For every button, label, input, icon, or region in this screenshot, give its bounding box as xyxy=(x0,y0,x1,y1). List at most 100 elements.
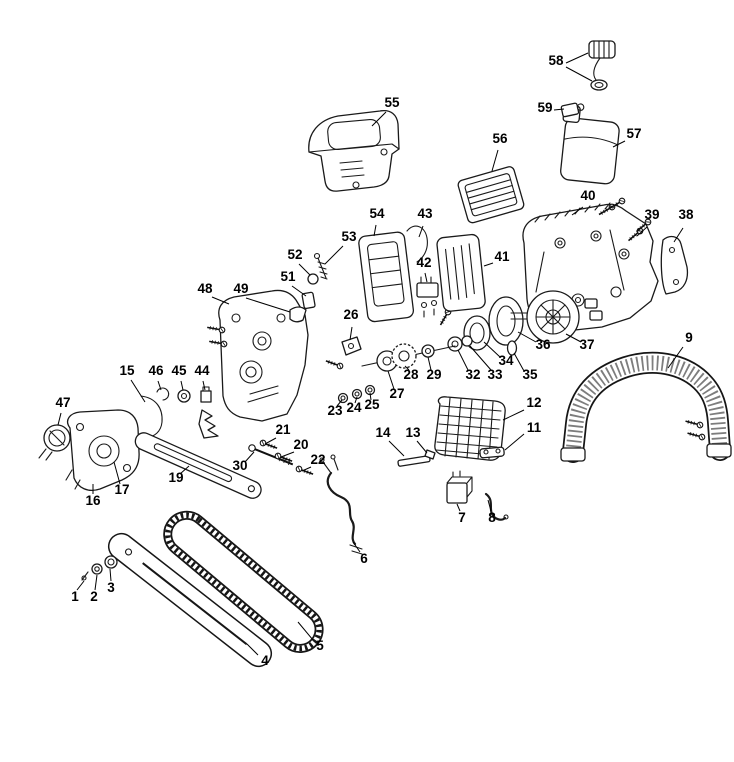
part-label-5: 5 xyxy=(316,638,324,653)
field-coil-part xyxy=(488,296,524,346)
part-label-13: 13 xyxy=(405,425,421,440)
screw-22 xyxy=(294,464,315,478)
oil-nozzle-part xyxy=(560,102,585,118)
part-label-32: 32 xyxy=(465,367,480,382)
part-label-29: 29 xyxy=(426,367,441,382)
leader-line-41 xyxy=(483,262,494,267)
leader-line-40 xyxy=(571,206,584,216)
side-plate-part xyxy=(660,235,689,295)
leader-line-47 xyxy=(57,412,62,426)
part-label-6: 6 xyxy=(360,551,368,566)
part-label-47: 47 xyxy=(55,395,70,410)
bracket-26-part xyxy=(324,336,362,371)
leader-line-3 xyxy=(109,568,112,582)
leader-line-52 xyxy=(298,263,311,276)
inner-guide-plate-part xyxy=(134,432,262,499)
brake-lever-part xyxy=(140,395,163,438)
leader-line-15 xyxy=(130,379,146,403)
switch-block-part xyxy=(446,470,473,504)
part-label-2: 2 xyxy=(90,589,98,604)
part-label-57: 57 xyxy=(626,126,641,141)
leader-line-19 xyxy=(179,465,190,475)
part-label-24: 24 xyxy=(346,400,362,415)
part-label-1: 1 xyxy=(71,589,79,604)
tank-cap-part xyxy=(588,40,616,91)
part-label-52: 52 xyxy=(287,247,302,262)
part-label-46: 46 xyxy=(148,363,164,378)
part-label-42: 42 xyxy=(416,255,431,270)
part-label-3: 3 xyxy=(107,580,115,595)
part-label-27: 27 xyxy=(389,386,404,401)
leader-line-28 xyxy=(404,365,410,371)
part-label-51: 51 xyxy=(280,269,296,284)
leader-line-9 xyxy=(667,346,684,369)
part-label-21: 21 xyxy=(275,422,291,437)
leader-line-45 xyxy=(180,380,184,391)
leader-line-24 xyxy=(354,396,358,404)
leader-line-12 xyxy=(502,409,525,421)
leader-line-53 xyxy=(324,245,344,265)
leader-line-6 xyxy=(352,541,361,553)
part-label-16: 16 xyxy=(85,493,101,508)
part-label-45: 45 xyxy=(171,363,187,378)
leader-line-57 xyxy=(612,140,626,148)
part-label-53: 53 xyxy=(341,229,357,244)
top-cover-part xyxy=(308,109,400,192)
leader-line-14 xyxy=(388,440,405,457)
part-label-35: 35 xyxy=(522,367,538,382)
leader-line-33 xyxy=(469,345,492,371)
part-label-49: 49 xyxy=(233,281,248,296)
leader-line-26 xyxy=(349,326,353,341)
leader-line-58 xyxy=(565,66,593,82)
leader-line-35 xyxy=(513,352,525,372)
part-label-41: 41 xyxy=(494,249,510,264)
lever-49-part xyxy=(289,306,307,323)
leader-line-34 xyxy=(483,341,501,358)
leader-line-43 xyxy=(418,225,424,238)
leader-line-32 xyxy=(457,349,469,371)
gears-32-33-parts xyxy=(437,307,473,352)
gear-assembly-part xyxy=(361,343,456,372)
leader-line-2 xyxy=(94,574,98,591)
switch-housing-part xyxy=(358,231,415,323)
leader-line-37 xyxy=(565,333,582,343)
leader-line-23 xyxy=(336,399,343,407)
part-label-23: 23 xyxy=(327,403,343,418)
part-label-19: 19 xyxy=(168,470,183,485)
leader-line-51 xyxy=(291,285,307,297)
part-label-20: 20 xyxy=(293,437,308,452)
part-label-59: 59 xyxy=(537,100,552,115)
leader-line-17 xyxy=(113,461,121,485)
lead-wire-part xyxy=(484,492,509,521)
leader-line-22 xyxy=(301,466,312,472)
part-label-38: 38 xyxy=(678,207,694,222)
leader-line-59 xyxy=(553,108,565,111)
leader-line-55 xyxy=(371,111,387,127)
leader-line-30 xyxy=(244,451,255,463)
leader-line-5 xyxy=(297,621,314,641)
leader-line-25 xyxy=(369,392,372,401)
leader-line-58 xyxy=(565,52,589,64)
hand-guard-part xyxy=(434,396,506,461)
bracket-11-part xyxy=(479,446,505,459)
part-label-36: 36 xyxy=(535,337,551,352)
part-label-15: 15 xyxy=(119,363,135,378)
knob-47-part xyxy=(38,424,71,461)
leader-line-56 xyxy=(491,149,499,172)
leader-line-27 xyxy=(387,370,395,390)
saw-chain-part xyxy=(163,510,324,653)
guide-bar-part xyxy=(107,532,273,668)
bar-plate-parts xyxy=(397,449,436,467)
leader-line-21 xyxy=(264,437,277,445)
part-label-8: 8 xyxy=(488,510,496,525)
wire-loop-part xyxy=(406,225,428,263)
part-label-40: 40 xyxy=(580,188,595,203)
leader-line-42 xyxy=(424,272,428,283)
part-label-28: 28 xyxy=(403,367,419,382)
motor-housing-left-part xyxy=(205,289,309,422)
part-label-30: 30 xyxy=(232,458,247,473)
leader-line-49 xyxy=(245,297,291,313)
part-label-7: 7 xyxy=(458,510,466,525)
